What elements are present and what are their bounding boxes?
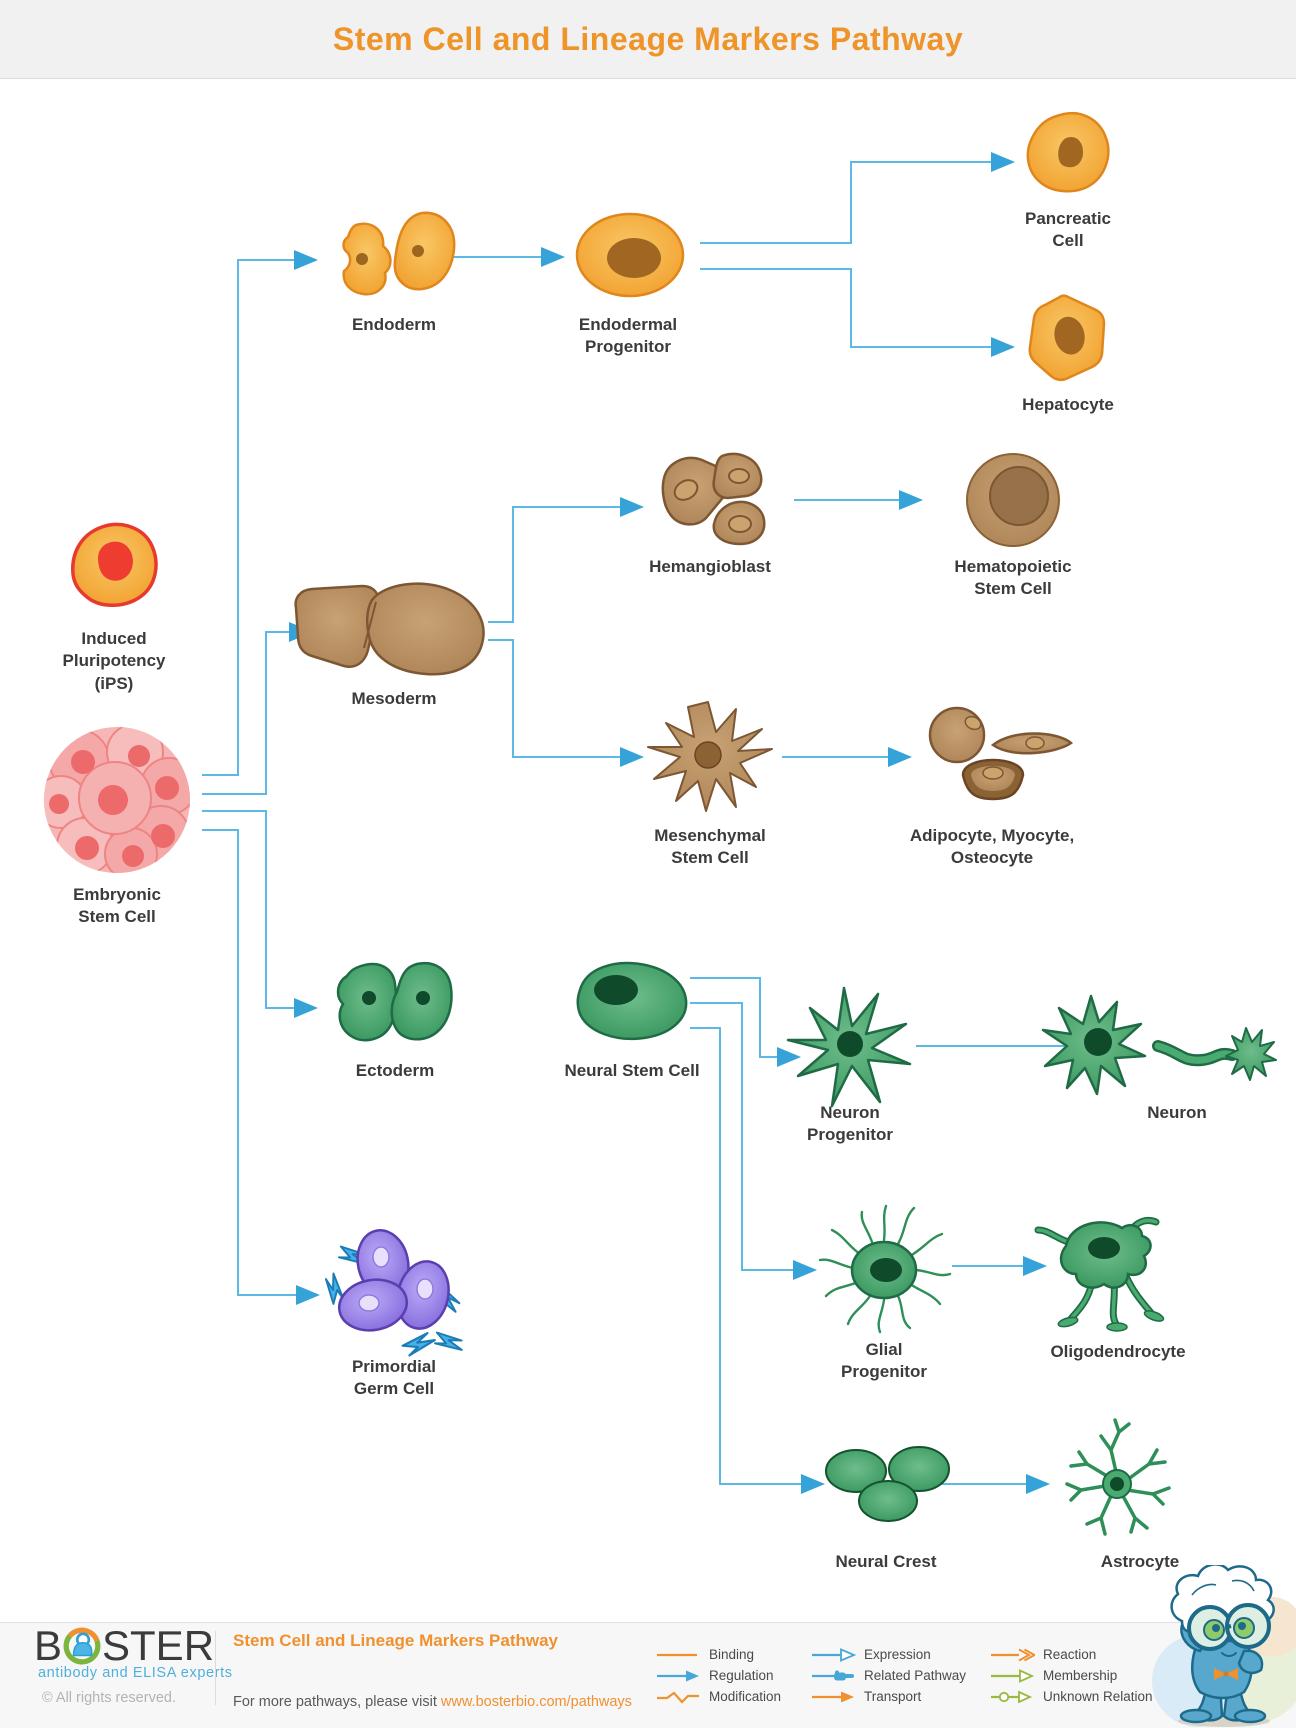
binding-line-icon <box>657 1653 697 1656</box>
edge-nsc-neural-crest <box>690 1027 825 1494</box>
ectoderm-cell-icon <box>336 961 453 1042</box>
zigzag-line-icon <box>657 1691 699 1704</box>
solid-arrow-line-icon <box>812 1691 854 1702</box>
boster-logo-ster: STER <box>102 1622 215 1669</box>
legend-item-related-pathway: Related Pathway <box>810 1665 980 1686</box>
edge-nsc-neuron-progenitor <box>690 977 801 1067</box>
boster-tagline: antibody and ELISA experts <box>38 1665 233 1681</box>
label-oligodendrocyte: Oligodendrocyte <box>1050 1342 1186 1361</box>
edge-mesoderm-hemangioblast <box>488 497 644 623</box>
footer-divider <box>215 1631 216 1705</box>
neuron-progenitor-cell-icon <box>786 986 912 1108</box>
edge-esc-mesoderm <box>202 622 313 795</box>
label-neural-stem-cell: Neural Stem Cell <box>564 1061 700 1080</box>
label-neuron-progenitor: Neuron Progenitor <box>807 1103 893 1145</box>
label-endodermal-progenitor: Endodermal Progenitor <box>578 315 678 357</box>
open-arrow-line-icon <box>812 1647 856 1662</box>
footer-pathway-title: Stem Cell and Lineage Markers Pathway <box>233 1631 559 1650</box>
embryonic-stem-cell-icon <box>44 727 190 873</box>
mesenchymal-stem-cell-icon <box>647 701 773 812</box>
double-chevron-line-icon <box>991 1648 1035 1661</box>
label-ectoderm: Ectoderm <box>355 1061 435 1080</box>
hand-pointer-line-icon <box>812 1670 854 1680</box>
footer-visit-line: For more pathways, please visit www.bost… <box>233 1694 632 1710</box>
ips-cell-icon <box>71 522 158 607</box>
label-astrocyte: Astrocyte <box>1100 1552 1180 1571</box>
edge-esc-ectoderm <box>202 810 318 1018</box>
label-mesenchymal-stem-cell: Mesenchymal Stem Cell <box>654 826 766 868</box>
page-title: Stem Cell and Lineage Markers Pathway <box>332 21 964 57</box>
visit-text: For more pathways, please visit <box>233 1694 441 1710</box>
label-mesoderm: Mesoderm <box>351 689 437 708</box>
neural-crest-cell-icon <box>825 1446 950 1522</box>
hemangioblast-cell-icon <box>661 452 766 546</box>
label-embryonic-stem-cell: Embryonic Stem Cell <box>73 885 161 927</box>
boster-mascot-icon <box>1152 1565 1296 1727</box>
copyright-text: © All rights reserved. <box>42 1690 176 1706</box>
legend: Binding Regulation Modification Expressi… <box>655 1644 1159 1707</box>
label-glial-progenitor: Glial Progenitor <box>841 1340 927 1382</box>
legend-item-unknown-relation: Unknown Relation <box>989 1686 1159 1707</box>
neuron-cell-icon <box>1041 994 1277 1096</box>
label-neural-crest: Neural Crest <box>835 1552 937 1571</box>
pancreatic-cell-icon <box>1026 111 1110 193</box>
edge-progenitor-pancreatic <box>700 152 1015 244</box>
adipocyte-myocyte-osteocyte-icon <box>928 706 1074 801</box>
edge-mesoderm-mesenchymal <box>488 639 644 767</box>
primordial-germ-cell-icon <box>317 1229 468 1362</box>
endoderm-cell-icon <box>342 211 456 296</box>
astrocyte-cell-icon <box>1065 1418 1171 1536</box>
footer: B STER antibody and ELISA experts © All … <box>0 1565 1296 1728</box>
legend-item-expression: Expression <box>810 1644 980 1665</box>
legend-item-regulation: Regulation <box>655 1665 801 1686</box>
glial-progenitor-cell-icon <box>818 1204 952 1334</box>
label-pancreatic-cell: Pancreatic Cell <box>1025 209 1111 251</box>
edge-esc-pgc <box>202 829 320 1305</box>
label-ips: Induced Pluripotency (iPS) <box>62 629 166 693</box>
legend-item-binding: Binding <box>655 1644 801 1665</box>
legend-item-reaction: Reaction <box>989 1644 1159 1665</box>
solid-arrow-line-icon <box>657 1670 699 1681</box>
pathways-link[interactable]: www.bosterbio.com/pathways <box>440 1694 632 1710</box>
label-hematopoietic-stem-cell: Hematopoietic Stem Cell <box>954 557 1072 599</box>
label-adipocyte-myocyte-osteocyte: Adipocyte, Myocyte, Osteocyte <box>909 826 1075 868</box>
mesoderm-cell-icon <box>294 582 485 676</box>
boster-logo: B STER <box>34 1622 215 1669</box>
label-primordial-germ-cell: Primordial Germ Cell <box>351 1357 437 1399</box>
legend-item-membership: Membership <box>989 1665 1159 1686</box>
legend-item-transport: Transport <box>810 1686 980 1707</box>
endodermal-progenitor-cell-icon <box>575 212 685 298</box>
edge-progenitor-hepatocyte <box>700 268 1015 357</box>
boster-logo-o-icon <box>63 1627 101 1665</box>
boster-logo-b: B <box>34 1622 63 1669</box>
circle-open-triangle-line-icon <box>991 1690 1033 1703</box>
edge-esc-endoderm <box>202 250 318 776</box>
oligodendrocyte-cell-icon <box>1034 1216 1165 1332</box>
label-hepatocyte: Hepatocyte <box>1022 395 1114 414</box>
page-header: Stem Cell and Lineage Markers Pathway <box>0 0 1296 79</box>
label-neuron: Neuron <box>1147 1103 1207 1122</box>
hematopoietic-stem-cell-icon <box>966 453 1060 547</box>
open-triangle-line-icon <box>991 1668 1035 1683</box>
legend-item-modification: Modification <box>655 1686 801 1707</box>
neural-stem-cell-icon <box>576 961 688 1041</box>
hepatocyte-cell-icon <box>1028 294 1106 381</box>
label-hemangioblast: Hemangioblast <box>649 557 771 576</box>
label-endoderm: Endoderm <box>351 315 437 334</box>
edge-nsc-glial-progenitor <box>690 1002 817 1280</box>
